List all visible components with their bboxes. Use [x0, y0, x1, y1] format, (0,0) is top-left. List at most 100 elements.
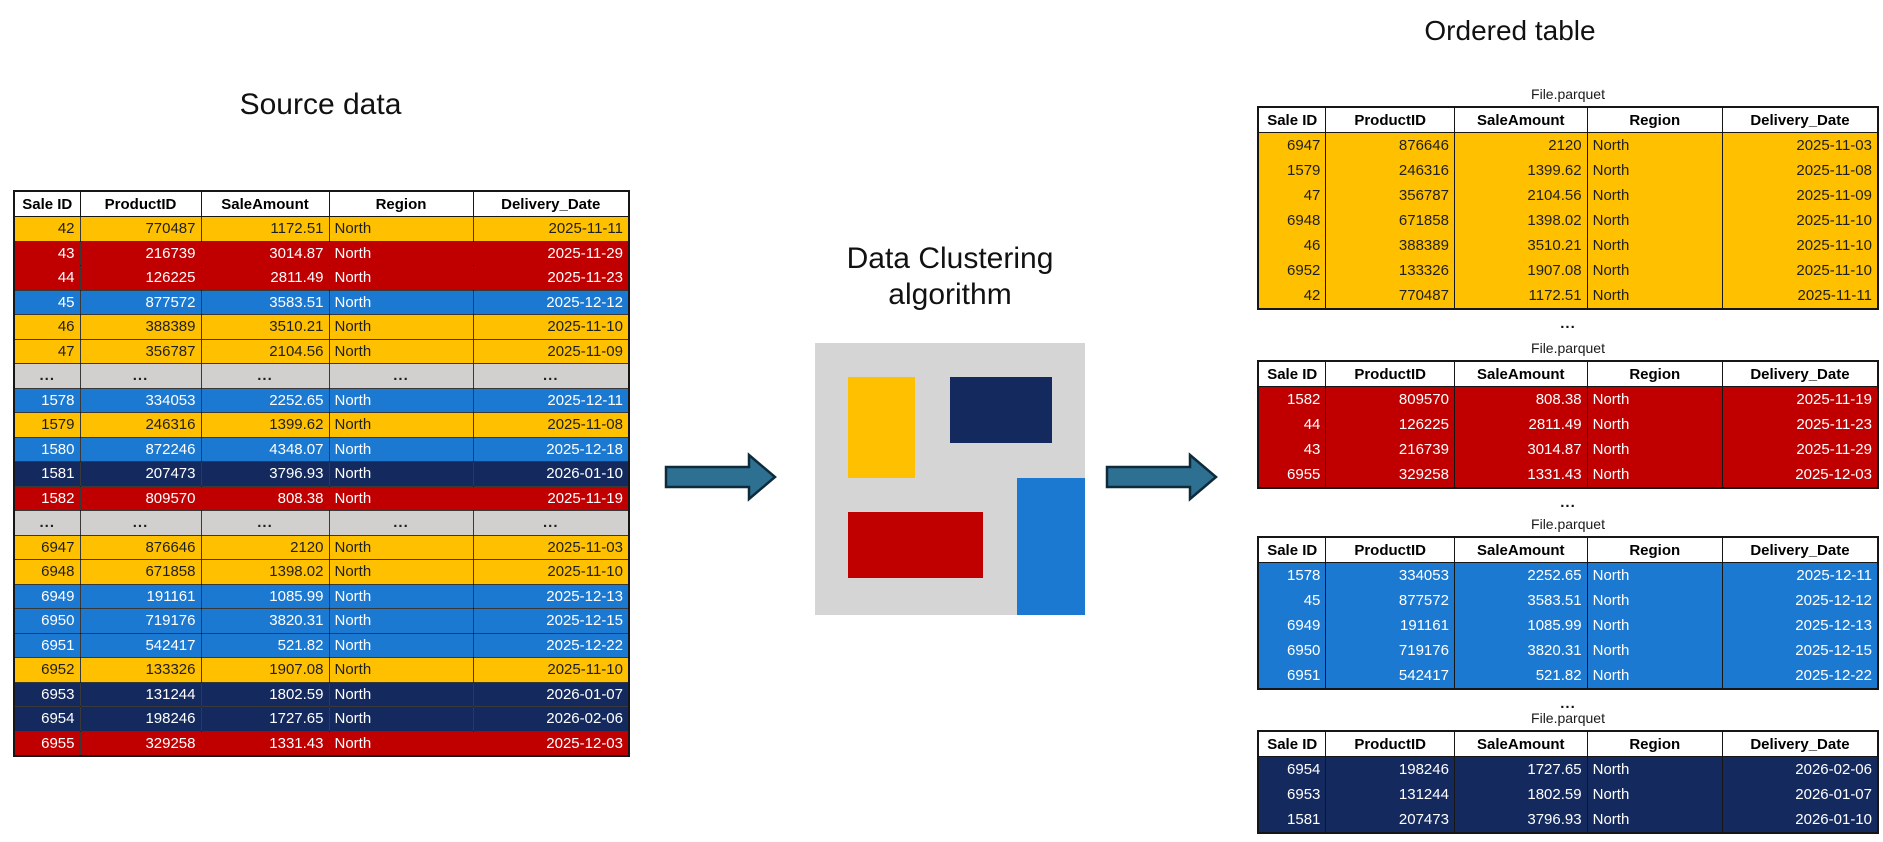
column-header: Delivery_Date	[1721, 106, 1879, 133]
table-cell: North	[328, 338, 474, 364]
table-cell: 198246	[79, 706, 202, 732]
table-cell: 6950	[13, 608, 81, 634]
table-cell: North	[328, 730, 474, 757]
table-cell: 6954	[1257, 756, 1327, 782]
table-cell: 42	[13, 216, 81, 242]
table-cell: 1578	[13, 387, 81, 413]
table-cell: 6953	[13, 681, 81, 707]
table-cell: 1398.02	[200, 559, 330, 585]
table-cell: 46	[1257, 233, 1327, 258]
table-cell: North	[328, 706, 474, 732]
table-cell: 2120	[1453, 132, 1588, 158]
table-cell: 809570	[1325, 386, 1455, 412]
table-cell: 1579	[13, 412, 81, 438]
table-cell: North	[1586, 183, 1723, 208]
table-cell: North	[1586, 283, 1723, 309]
table-cell: ...	[79, 363, 202, 389]
table-cell: 6949	[1257, 613, 1327, 638]
column-header: Delivery_Date	[472, 190, 630, 217]
table-cell: 1399.62	[1453, 158, 1588, 183]
table-cell: 872246	[79, 436, 202, 462]
arrow-right-icon	[664, 452, 777, 502]
table-cell: 1802.59	[200, 681, 330, 707]
table-cell: 808.38	[1453, 386, 1588, 412]
table-cell: 2025-12-03	[472, 730, 630, 757]
file-parquet-label: File.parquet	[1531, 516, 1605, 532]
table-cell: 770487	[1325, 283, 1455, 309]
table-cell: 809570	[79, 485, 202, 511]
table-cell: 207473	[1325, 807, 1455, 833]
table-cell: 2025-11-29	[472, 240, 630, 266]
file-parquet-label: File.parquet	[1531, 710, 1605, 726]
table-cell: 47	[1257, 183, 1327, 208]
table-cell: 3583.51	[200, 289, 330, 315]
table-row: ...............	[13, 510, 630, 536]
table-cell: North	[328, 534, 474, 560]
column-header: SaleAmount	[1453, 106, 1588, 133]
table-cell: 356787	[1325, 183, 1455, 208]
table-cell: North	[328, 412, 474, 438]
table-cell: 2025-11-29	[1721, 437, 1879, 462]
ellipsis: ...	[1560, 315, 1576, 332]
column-header: Region	[1586, 360, 1723, 387]
ellipsis: ...	[1560, 695, 1576, 712]
table-cell: 6948	[1257, 208, 1327, 233]
table-cell: 2811.49	[1453, 412, 1588, 437]
table-cell: 808.38	[200, 485, 330, 511]
table-cell: 1580	[13, 436, 81, 462]
table-cell: 719176	[79, 608, 202, 634]
table-cell: 877572	[1325, 588, 1455, 613]
table-cell: ...	[79, 510, 202, 536]
clustering-algorithm-title: Data Clustering algorithm	[846, 242, 1054, 311]
table-cell: 2120	[200, 534, 330, 560]
table-cell: ...	[328, 363, 474, 389]
table-cell: 2025-11-11	[472, 216, 630, 242]
table-cell: North	[1586, 562, 1723, 588]
table-cell: 2025-11-09	[1721, 183, 1879, 208]
table-cell: 126225	[1325, 412, 1455, 437]
table-cell: 770487	[79, 216, 202, 242]
table-cell: 216739	[1325, 437, 1455, 462]
table-cell: 191161	[1325, 613, 1455, 638]
table-cell: 44	[13, 265, 81, 291]
arrow-right-shape	[664, 452, 777, 502]
table-cell: North	[328, 240, 474, 266]
table-cell: 246316	[1325, 158, 1455, 183]
table-cell: 329258	[1325, 462, 1455, 488]
table-cell: 2104.56	[1453, 183, 1588, 208]
table-cell: 45	[1257, 588, 1327, 613]
column-header: SaleAmount	[1453, 730, 1588, 757]
cluster-yellow-rect	[848, 377, 915, 478]
table-cell: 1582	[1257, 386, 1327, 412]
table-cell: 3510.21	[1453, 233, 1588, 258]
table-cell: 2025-12-15	[1721, 638, 1879, 663]
column-header: ProductID	[1325, 536, 1455, 563]
column-header: Sale ID	[1257, 106, 1327, 133]
table-cell: 42	[1257, 283, 1327, 309]
table-cell: 2026-01-10	[472, 461, 630, 487]
column-header: Sale ID	[1257, 730, 1327, 757]
table-cell: 1331.43	[1453, 462, 1588, 488]
column-header: Region	[1586, 730, 1723, 757]
